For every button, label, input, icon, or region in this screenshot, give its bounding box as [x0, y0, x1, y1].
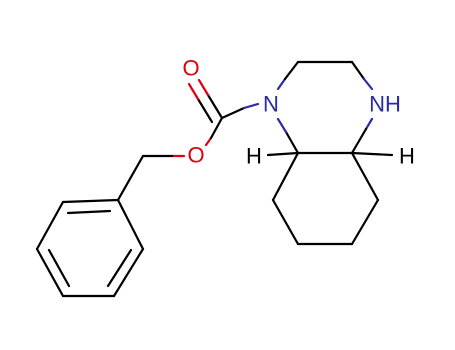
bond-benzene-6-inner: [66, 209, 112, 215]
stereo-h-right-label: H: [399, 144, 415, 169]
bond-n1-c2-blue: [276, 77, 287, 91]
ester-oxygen-label: O: [187, 143, 204, 168]
bond-benzene-2: [112, 247, 145, 298]
bond-c3-n4-blue: [362, 77, 374, 91]
carbonyl-oxygen-label: O: [182, 56, 199, 81]
bond-benzene-6: [61, 198, 120, 204]
bond-carbonyl-double-2: [196, 97, 214, 124]
piperazine-ring: [276, 60, 374, 155]
bond-c8a-n1-blue: [276, 117, 288, 134]
bond-carbonyl-n: [220, 106, 246, 120]
bond-carbonyl-double-1-red: [197, 78, 210, 97]
bond-c3-n4: [350, 60, 366, 81]
bond-c8a-h: [266, 151, 300, 157]
bond-benzene-2-inner: [106, 248, 133, 288]
bond-o-carbonyl: [209, 116, 224, 140]
bond-carbonyl-n-blue: [242, 102, 260, 110]
cyclohexane-ring: [271, 151, 380, 246]
bond-cy-1: [271, 151, 300, 202]
bond-benzene-4: [35, 247, 65, 298]
bond-c8a-n1: [284, 130, 300, 155]
bond-benzene-4-inner: [47, 248, 71, 288]
bond-c4a-h: [350, 151, 394, 157]
bond-aryl-ch2: [116, 154, 145, 202]
bond-n4-c4a: [350, 127, 368, 155]
bond-cy-5: [350, 151, 380, 202]
bond-carbonyl-double-2-red: [187, 82, 200, 101]
amine-nitrogen-label: NH: [369, 92, 401, 117]
stereo-hydrogens: [266, 151, 394, 157]
benzene-ring: [35, 198, 145, 298]
bond-benzene-5: [35, 200, 65, 251]
ester-linkage: [116, 78, 260, 202]
stereo-h-left-label: H: [246, 144, 262, 169]
bond-cy-2: [271, 198, 300, 246]
bond-o-carbonyl-red: [204, 136, 213, 147]
bond-cy-4: [350, 198, 380, 246]
amide-nitrogen-label: N: [263, 92, 279, 117]
bond-n4-c4a-blue: [364, 117, 374, 131]
bond-benzene-1: [116, 198, 145, 251]
bond-n1-c2: [283, 60, 300, 81]
bond-carbonyl-double-1: [206, 93, 224, 120]
